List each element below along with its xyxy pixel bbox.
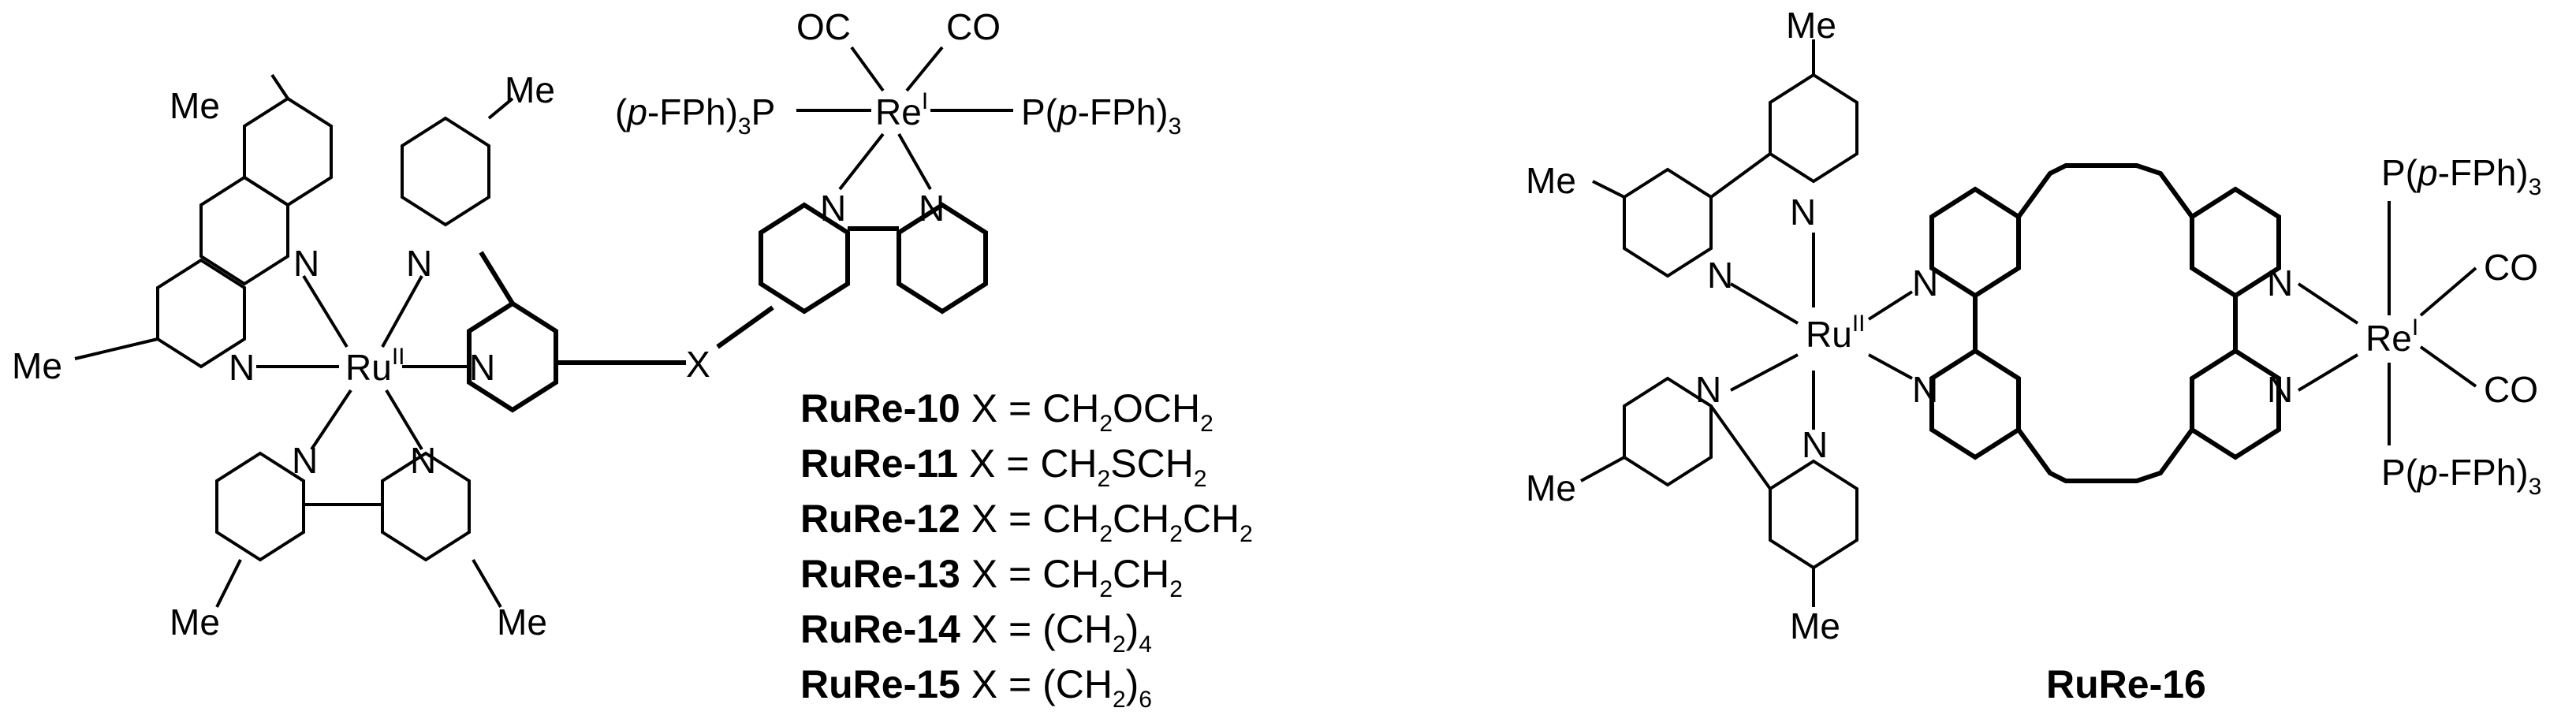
n-atom: N	[1707, 255, 1733, 296]
n-atom: N	[820, 188, 846, 229]
linker-x: X	[686, 344, 710, 385]
bond	[310, 389, 352, 451]
n-atom: N	[1695, 369, 1721, 410]
legend-row-10: RuRe-10 X = CH2OCH2	[800, 386, 1213, 437]
bond	[385, 389, 423, 451]
legend-row-13: RuRe-13 X = CH2CH2	[800, 552, 1183, 602]
pyridine-ring	[1769, 459, 1858, 570]
carbonyl-label: CO	[2484, 369, 2538, 410]
n-atom: N	[229, 347, 255, 388]
bond	[472, 558, 502, 609]
pyridine-ring-bold	[2190, 186, 2281, 299]
bond	[1868, 353, 1913, 380]
n-atom: N	[1802, 424, 1828, 465]
n-atom: N	[406, 243, 432, 284]
pyridine-ring	[1623, 167, 1713, 278]
carbonyl-label: CO	[2484, 247, 2538, 288]
n-atom: N	[919, 188, 945, 229]
pyridine-ring-bold	[2190, 348, 2281, 460]
pyridine-ring	[215, 451, 305, 562]
left-complex: RuII ReI N N Me Me N N Me Me N Me	[12, 6, 1253, 713]
methyl-label: Me	[170, 85, 220, 126]
bond	[270, 73, 289, 100]
phosphine-bottom: P(p-FPh)3	[2381, 452, 2541, 500]
n-atom: N	[469, 347, 495, 388]
n-atom: N	[2267, 369, 2293, 410]
phosphine-left: (p-FPh)3P	[615, 91, 775, 140]
bond	[302, 274, 349, 348]
n-atom: N	[1912, 263, 1938, 304]
bond	[850, 46, 885, 92]
bond	[487, 97, 514, 120]
compound-name-rure16: RuRe-16	[2046, 662, 2206, 706]
ethylene-bridge	[2016, 163, 2194, 218]
methyl-label: Me	[1786, 5, 1836, 46]
legend-row-11: RuRe-11 X = CH2SCH2	[800, 441, 1207, 492]
phosphine-top: P(p-FPh)3	[2381, 152, 2541, 200]
ru-atom-right: RuII	[1806, 311, 1865, 355]
bond	[838, 132, 885, 191]
n-atom: N	[2267, 263, 2293, 304]
methyl-label: Me	[1526, 160, 1576, 201]
bond	[2419, 345, 2477, 388]
bond	[74, 337, 158, 360]
methyl-label: Me	[1526, 468, 1576, 509]
bond	[2297, 282, 2359, 325]
bond	[479, 251, 515, 305]
n-atom: N	[1912, 369, 1938, 410]
n-atom: N	[1790, 192, 1816, 233]
re-atom-right: ReI	[2365, 315, 2418, 359]
carbonyl-label: OC	[796, 6, 851, 47]
bond	[1709, 152, 1772, 199]
pyridine-ring-bold	[467, 300, 558, 413]
pyridine-ring-bold	[1929, 348, 2021, 460]
pyridine-ring	[243, 96, 333, 207]
pyridine-ring	[199, 175, 289, 286]
pyridine-ring	[401, 116, 490, 227]
bond	[2297, 353, 2359, 392]
bond	[1867, 290, 1914, 321]
bond	[381, 275, 423, 348]
bond	[1729, 282, 1799, 325]
pyridine-ring-bold	[897, 202, 988, 315]
bond	[905, 46, 944, 92]
bond	[1592, 180, 1625, 199]
methyl-label: Me	[497, 602, 547, 643]
legend-row-14: RuRe-14 X = (CH2)4	[800, 607, 1152, 658]
legend-row-12: RuRe-12 X = CH2CH2CH2	[800, 497, 1253, 547]
bond	[1580, 456, 1625, 482]
carbonyl-label: CO	[946, 6, 1001, 47]
methyl-label: Me	[170, 602, 220, 643]
pyridine-ring	[1769, 73, 1858, 184]
ethylene-bridge	[2016, 428, 2194, 483]
n-atom: N	[410, 440, 436, 481]
methyl-label: Me	[12, 345, 62, 386]
compound-legend: RuRe-10 X = CH2OCH2 RuRe-11 X = CH2SCH2 …	[800, 386, 1253, 713]
bond	[1709, 404, 1772, 490]
bond	[2419, 266, 2477, 317]
legend-row-15: RuRe-15 X = (CH2)6	[800, 662, 1152, 713]
n-atom: N	[292, 440, 318, 481]
bond	[215, 559, 242, 608]
methyl-label: Me	[1790, 605, 1840, 646]
re-atom-left: ReI	[875, 88, 928, 132]
bond	[897, 133, 932, 190]
right-complex: RuII Me N Me N Me N Me N N N N	[1526, 5, 2541, 706]
pyridine-ring	[156, 258, 246, 369]
bond	[1730, 353, 1799, 392]
ru-atom-left: RuII	[345, 344, 404, 388]
bond	[716, 305, 774, 349]
pyridine-ring-bold	[1929, 186, 2021, 299]
n-atom: N	[293, 243, 319, 284]
pyridine-ring-bold	[759, 202, 850, 315]
phosphine-right: P(p-FPh)3	[1021, 91, 1181, 140]
pyridine-ring	[381, 451, 471, 562]
methyl-label: Me	[505, 69, 555, 110]
